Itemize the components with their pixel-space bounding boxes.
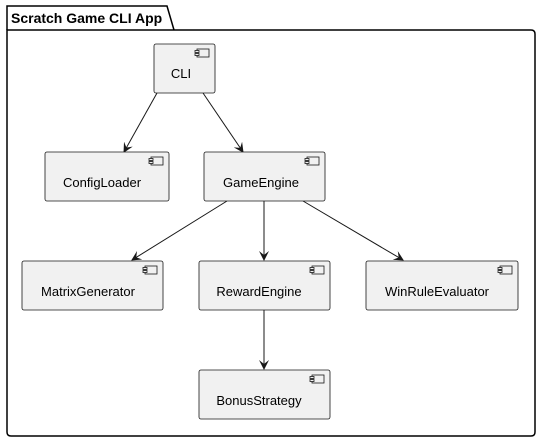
component-icon [148,156,164,166]
component-label: BonusStrategy [216,393,302,408]
component-icon [142,265,158,275]
component-cli: CLI [153,43,216,94]
component-rewardengine: RewardEngine [198,260,331,311]
component-matrixgenerator: MatrixGenerator [21,260,164,311]
component-icon [194,48,210,58]
component-label: RewardEngine [216,284,301,299]
component-label: GameEngine [223,175,299,190]
dependency-arrows [123,92,404,370]
arrow-gameengine-to-matrixgenerator [131,200,228,261]
package-tab [6,5,175,31]
component-bonusstrategy: BonusStrategy [198,369,331,420]
component-label: MatrixGenerator [41,284,136,299]
component-label: CLI [171,66,191,81]
arrow-cli-to-gameengine [202,92,244,153]
component-gameengine: GameEngine [203,151,326,202]
package-frame: Scratch Game CLI App [6,5,536,437]
component-icon [309,374,325,384]
component-label: WinRuleEvaluator [385,284,490,299]
component-icon [497,265,513,275]
component-icon [309,265,325,275]
component-icon [304,156,320,166]
component-winruleevaluator: WinRuleEvaluator [365,260,519,311]
arrow-gameengine-to-winruleevaluator [302,200,404,261]
package-body [6,29,536,437]
package-title: Scratch Game CLI App [11,10,162,26]
component-label: ConfigLoader [63,175,142,190]
arrow-cli-to-configloader [123,92,158,153]
component-configloader: ConfigLoader [44,151,170,202]
